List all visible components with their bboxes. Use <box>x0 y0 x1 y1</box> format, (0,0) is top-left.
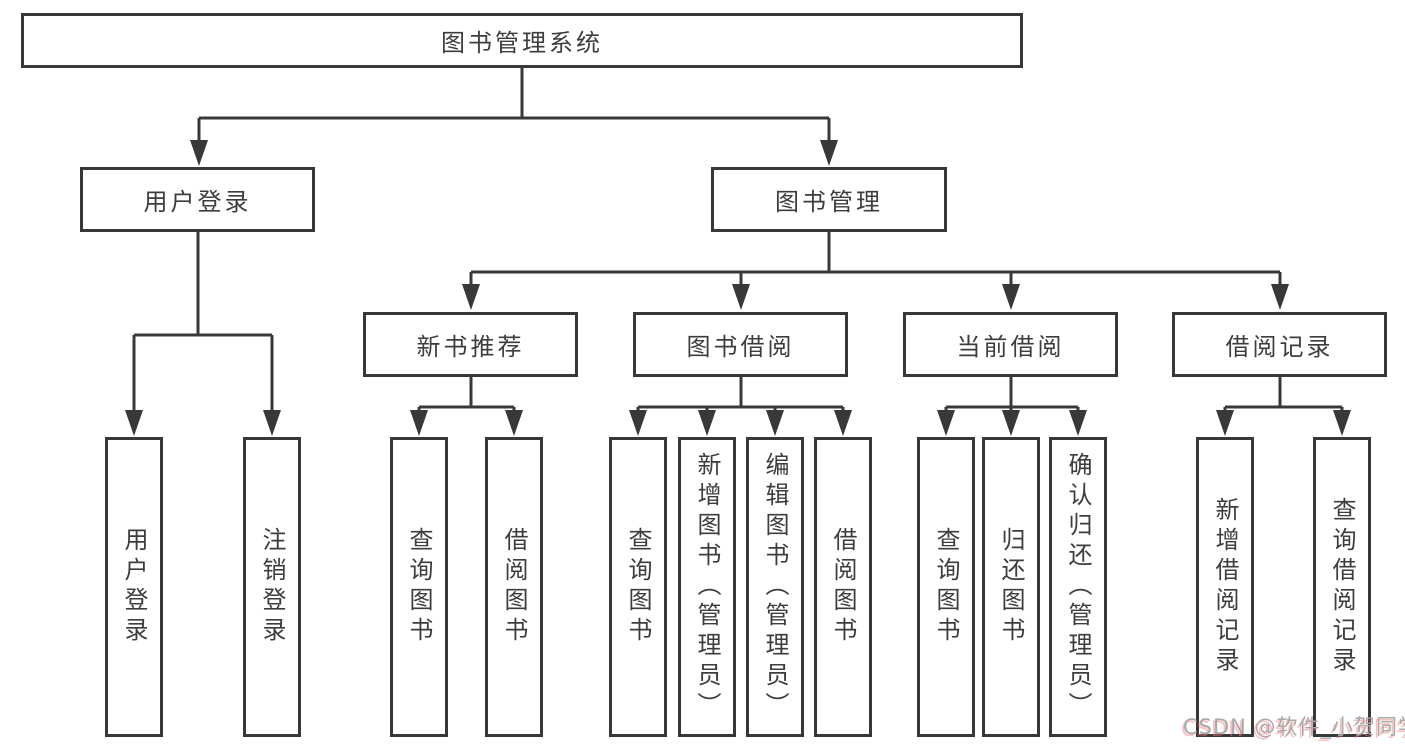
leaf-label: 用户登录 <box>120 527 148 647</box>
leaf-label: 借阅图书 <box>829 527 857 647</box>
leaf-query-book-current: 查询图书 <box>917 437 975 737</box>
leaf-add-borrow-record: 新增借阅记录 <box>1196 437 1254 737</box>
node-label: 新书推荐 <box>416 333 525 361</box>
arrowhead-icon <box>462 284 480 310</box>
arrowhead-icon <box>125 410 143 436</box>
connector-book-borrow <box>629 377 852 436</box>
arrowhead-icon <box>732 284 750 310</box>
leaf-query-borrow-record: 查询借阅记录 <box>1313 437 1371 737</box>
connector-borrow-records <box>1216 377 1351 436</box>
arrowhead-icon <box>1069 410 1087 436</box>
leaf-label: 新增图书（管理员） <box>693 452 721 722</box>
leaf-label: 注销登录 <box>258 527 286 647</box>
arrowhead-icon <box>263 410 281 436</box>
arrowhead-icon <box>834 410 852 436</box>
leaf-label: 确认归还（管理员） <box>1064 452 1092 722</box>
node-library-system: 图书管理系统 <box>21 13 1023 68</box>
connector-book-mgmt <box>462 232 1289 310</box>
leaf-logout: 注销登录 <box>243 437 301 737</box>
leaf-add-book-admin: 新增图书（管理员） <box>678 437 736 737</box>
csdn-watermark: CSDN @软件_小贺同学 <box>1183 715 1405 739</box>
connector-user-login <box>125 232 281 436</box>
leaf-borrow-book-rec: 借阅图书 <box>485 437 543 737</box>
arrowhead-icon <box>1333 410 1351 436</box>
leaf-query-book-borrow: 查询图书 <box>609 437 667 737</box>
leaf-label: 新增借阅记录 <box>1211 497 1239 677</box>
leaf-user-login: 用户登录 <box>105 437 163 737</box>
leaf-confirm-return-admin: 确认归还（管理员） <box>1049 437 1107 737</box>
leaf-borrow-book: 借阅图书 <box>814 437 872 737</box>
arrowhead-icon <box>1002 284 1020 310</box>
node-book-borrowing: 图书借阅 <box>633 312 848 377</box>
arrowhead-icon <box>698 410 716 436</box>
leaf-label: 查询图书 <box>405 527 433 647</box>
node-label: 当前借阅 <box>956 333 1065 361</box>
arrowhead-icon <box>190 140 208 166</box>
leaf-edit-book-admin: 编辑图书（管理员） <box>746 437 804 737</box>
arrowhead-icon <box>505 410 523 436</box>
leaf-label: 借阅图书 <box>500 527 528 647</box>
arrowhead-icon <box>937 410 955 436</box>
node-user-login: 用户登录 <box>80 167 315 232</box>
node-label: 图书管理系统 <box>441 29 603 57</box>
connector-root <box>190 68 838 166</box>
arrowhead-icon <box>820 140 838 166</box>
node-label: 借阅记录 <box>1225 333 1334 361</box>
arrowhead-icon <box>1271 284 1289 310</box>
arrowhead-icon <box>1002 410 1020 436</box>
arrowhead-icon <box>766 410 784 436</box>
node-current-borrowing: 当前借阅 <box>903 312 1118 377</box>
node-label: 图书借阅 <box>686 333 795 361</box>
leaf-label: 归还图书 <box>997 527 1025 647</box>
leaf-label: 查询借阅记录 <box>1328 497 1356 677</box>
node-new-book-recommend: 新书推荐 <box>363 312 578 377</box>
node-label: 图书管理 <box>775 188 883 216</box>
node-borrowing-records: 借阅记录 <box>1172 312 1387 377</box>
arrowhead-icon <box>410 410 428 436</box>
node-label: 用户登录 <box>143 188 252 216</box>
node-book-management: 图书管理 <box>711 167 947 232</box>
connector-current-borrow <box>937 377 1087 436</box>
arrowhead-icon <box>629 410 647 436</box>
leaf-label: 查询图书 <box>932 527 960 647</box>
leaf-label: 查询图书 <box>624 527 652 647</box>
leaf-query-book-rec: 查询图书 <box>390 437 448 737</box>
arrowhead-icon <box>1216 410 1234 436</box>
leaf-label: 编辑图书（管理员） <box>761 452 789 722</box>
leaf-return-book: 归还图书 <box>982 437 1040 737</box>
connector-new-book-rec <box>410 377 523 436</box>
